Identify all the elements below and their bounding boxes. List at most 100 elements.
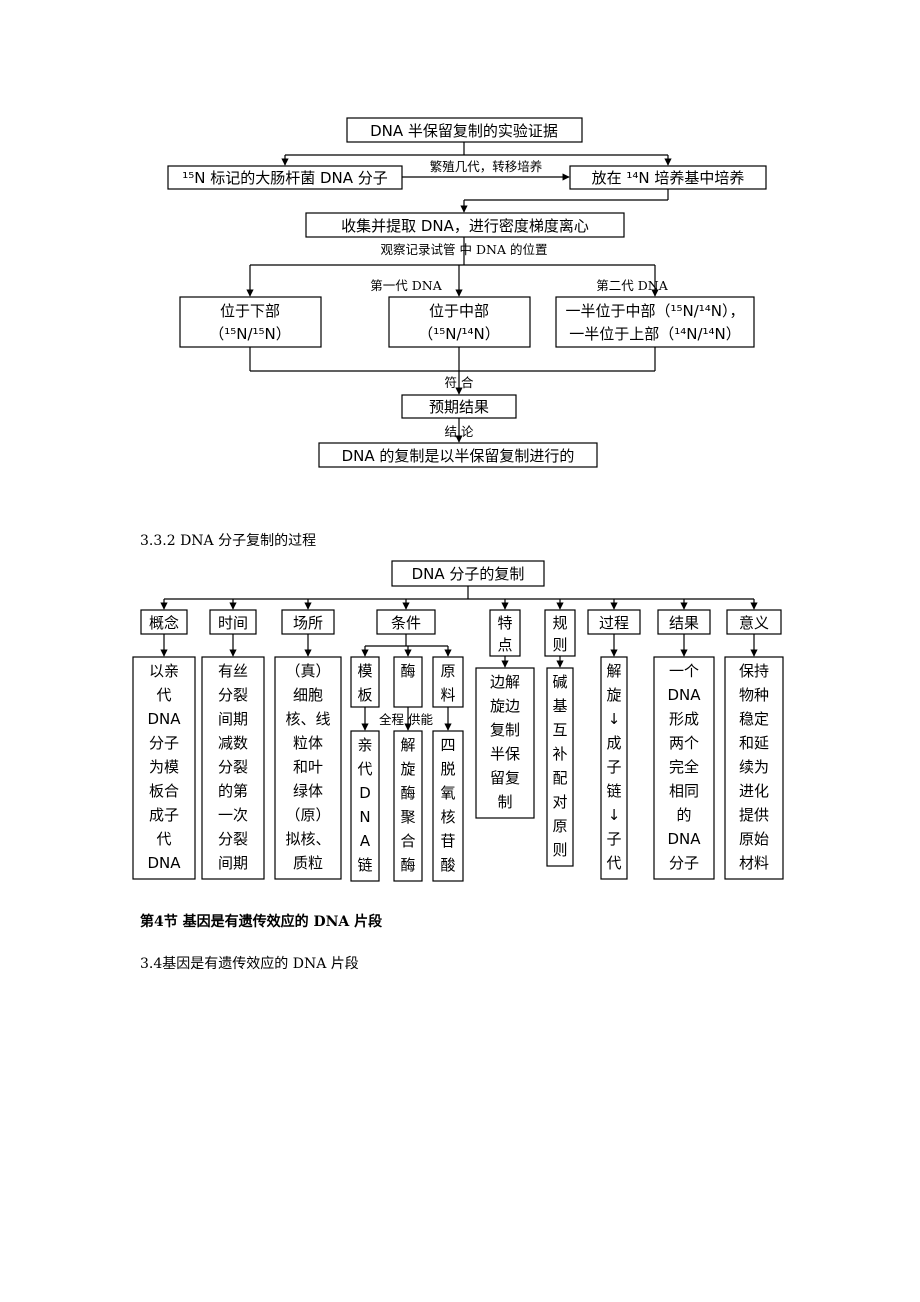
- branch-detail-line: 分子: [669, 854, 699, 872]
- condition-detail-box: [350, 730, 380, 882]
- condition-detail-line: N: [359, 808, 370, 826]
- branch-detail-line: DNA: [667, 686, 701, 704]
- branch-detail-line: 间期: [218, 710, 248, 728]
- condition-detail-line: D: [359, 784, 371, 802]
- branch-label: 结果: [669, 614, 699, 632]
- condition-detail-line: 酶: [400, 856, 415, 874]
- condition-box: [393, 656, 423, 708]
- condition-detail-line: 酸: [440, 856, 455, 874]
- branch-detail-line: 一个: [669, 662, 699, 680]
- gen2-label: 第二代 DNA: [596, 278, 668, 293]
- branch-detail-line: 成子: [149, 806, 179, 824]
- branch-detail-line: 拟核、: [285, 830, 330, 848]
- condition-label: 板: [357, 686, 372, 704]
- branch-label: 过程: [599, 614, 629, 632]
- branch-box: [657, 609, 711, 635]
- branch-detail-box: [600, 656, 628, 880]
- gen1-label: 第一代 DNA: [370, 278, 442, 293]
- branch-detail-line: 补: [552, 745, 567, 763]
- match-label: 符 合: [445, 375, 474, 390]
- branch-label: 特: [497, 614, 512, 632]
- collect-text: 收集并提取 DNA，进行密度梯度离心: [341, 217, 589, 235]
- branch-label: 点: [497, 636, 512, 654]
- condition-label: 模: [357, 662, 372, 680]
- condition-detail-box: [393, 730, 423, 882]
- branch-detail-line: 留复: [490, 769, 520, 787]
- exp-title: DNA 半保留复制的实验证据: [370, 122, 558, 140]
- branch-detail-line: 链: [606, 782, 621, 800]
- final-box: [318, 442, 598, 468]
- branch-detail-line: 形成: [669, 710, 699, 728]
- branch-detail-line: 分裂: [218, 758, 248, 776]
- branch-detail-line: ↓: [608, 710, 621, 728]
- branch-detail-line: 边解: [490, 673, 520, 691]
- experiment-flowchart: DNA 半保留复制的实验证据 ¹⁵N 标记的大肠杆菌 DNA 分子 放在 ¹⁴N…: [167, 117, 767, 468]
- branch-detail-line: 分裂: [218, 830, 248, 848]
- branch-detail-line: 旋边: [490, 697, 520, 715]
- branch-detail-line: 原始: [739, 830, 769, 848]
- section-4-heading: 第4节 基因是有遗传效应的 DNA 片段: [140, 914, 383, 930]
- branch-label: 概念: [149, 614, 179, 632]
- branch-detail-line: 间期: [218, 854, 248, 872]
- branch-label: 条件: [391, 614, 421, 632]
- observe-label: 观察记录试管 中 DNA 的位置: [381, 242, 548, 257]
- branch-detail-line: 旋: [606, 686, 621, 704]
- branch-detail-line: 物种: [739, 686, 769, 704]
- condition-detail-line: 亲: [357, 736, 372, 754]
- exp-title-box: [346, 117, 583, 143]
- branch-detail-line: 为模: [149, 758, 179, 776]
- lower-box: [179, 296, 322, 348]
- middle-box: [388, 296, 531, 348]
- condition-detail-line: 链: [357, 856, 372, 874]
- labeled-dna-text: ¹⁵N 标记的大肠杆菌 DNA 分子: [182, 169, 388, 187]
- condition-detail-line: 苷: [440, 832, 455, 850]
- branch-detail-line: 核、线: [285, 710, 330, 728]
- branch-detail-box: [201, 656, 265, 880]
- branch-detail-line: 的第: [218, 782, 248, 800]
- branch-detail-line: 相同: [669, 782, 699, 800]
- branch-detail-line: 则: [552, 841, 567, 859]
- root-box: [391, 560, 545, 587]
- branch-detail-line: 减数: [218, 734, 248, 752]
- replication-tree: DNA 分子的复制 概念以亲代DNA分子为模板合成子代DNA时间有丝分裂间期减数…: [132, 560, 784, 882]
- branch-detail-line: 原: [552, 817, 567, 835]
- root-text: DNA 分子的复制: [412, 565, 525, 583]
- condition-detail-line: 氧: [440, 784, 455, 802]
- branch-detail-line: ↓: [608, 806, 621, 824]
- branch-detail-box: [653, 656, 715, 880]
- branch-detail-line: 和叶: [293, 758, 323, 776]
- branch-box: [281, 609, 335, 635]
- branch-detail-line: DNA: [147, 854, 181, 872]
- condition-box: [432, 656, 464, 708]
- branch-detail-line: 进化: [739, 782, 769, 800]
- branch-label: 时间: [218, 614, 248, 632]
- lower-line2: （¹⁵N/¹⁵N）: [209, 325, 291, 343]
- condition-detail-line: 解: [400, 736, 415, 754]
- branch-detail-line: 代: [156, 830, 171, 848]
- branch-detail-line: 分裂: [218, 686, 248, 704]
- branch-detail-line: 一次: [218, 806, 248, 824]
- branch-detail-line: 完全: [669, 758, 699, 776]
- condition-detail-line: 酶: [400, 784, 415, 802]
- condition-detail-line: 合: [400, 832, 415, 850]
- branch-detail-line: 两个: [669, 734, 699, 752]
- transfer-label: 繁殖几代，转移培养: [430, 159, 543, 174]
- branch-detail-line: 细胞: [293, 686, 323, 704]
- branch-detail-line: 碱: [552, 673, 567, 691]
- condition-detail-box: [432, 730, 464, 882]
- branch-detail-line: 以亲: [149, 662, 179, 680]
- tree-branches: 概念以亲代DNA分子为模板合成子代DNA时间有丝分裂间期减数分裂的第一次分裂间期…: [132, 599, 784, 882]
- branch-detail-line: 成: [606, 734, 621, 752]
- conclusion-label: 结 论: [445, 424, 474, 439]
- condition-detail-line: 代: [357, 760, 372, 778]
- branch-detail-line: 和延: [739, 734, 769, 752]
- branch-detail-line: DNA: [147, 710, 181, 728]
- expected-text: 预期结果: [429, 398, 489, 416]
- section-3-3-2-heading: 3.3.2 DNA 分子复制的过程: [140, 533, 317, 549]
- branch-detail-line: 绿体: [293, 782, 323, 800]
- branch-detail-line: 代: [606, 854, 621, 872]
- condition-detail-line: 脱: [440, 760, 455, 778]
- middle-line1: 位于中部: [429, 302, 489, 320]
- branch-detail-box: [724, 656, 784, 880]
